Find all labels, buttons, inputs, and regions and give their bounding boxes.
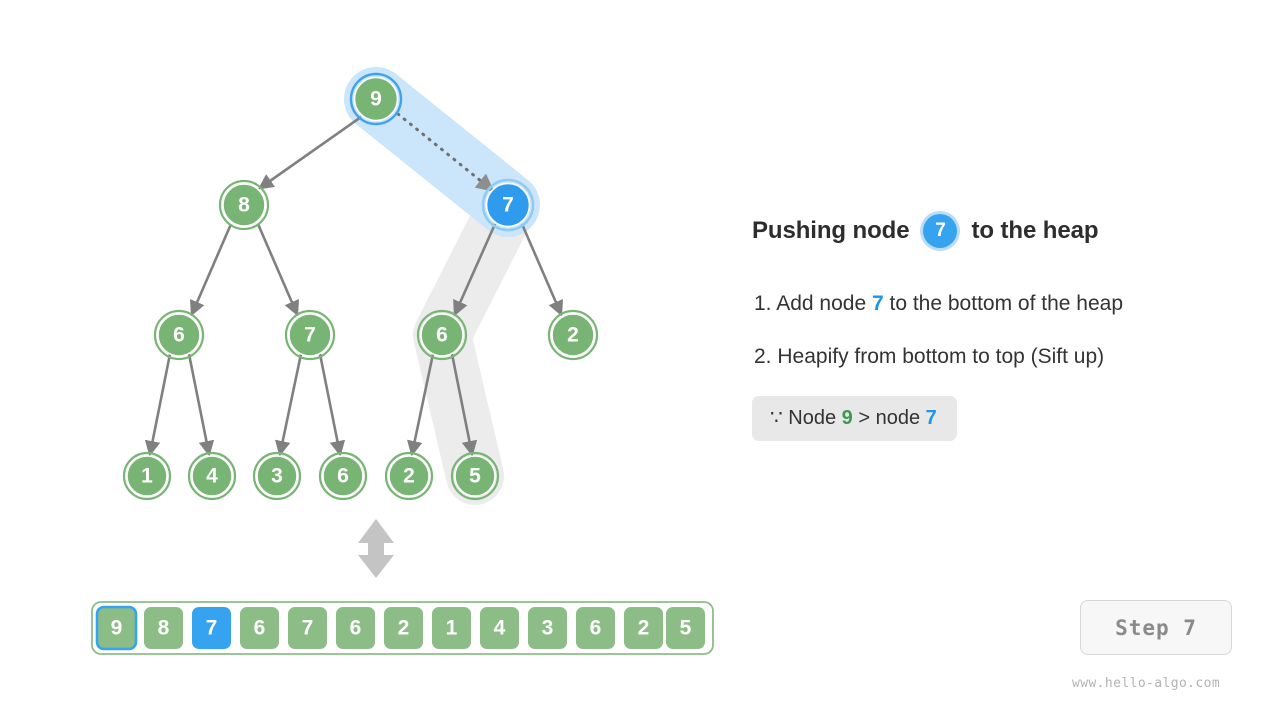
tree-node-10-label: 6 bbox=[337, 465, 349, 488]
array-cell-4[interactable]: 7 bbox=[288, 607, 327, 649]
tree-node-6[interactable]: 2 bbox=[547, 309, 599, 361]
reason-child-value: 7 bbox=[925, 407, 937, 429]
edge-8-6 bbox=[190, 223, 233, 317]
array-cell-9[interactable]: 3 bbox=[528, 607, 567, 649]
step-counter-badge: Step 7 bbox=[1080, 600, 1232, 655]
tree-array-link-arrow bbox=[358, 519, 394, 578]
tree-node-9[interactable]: 3 bbox=[252, 451, 302, 501]
array-representation: 9 8 7 6 7 6 2 bbox=[91, 601, 714, 655]
array-cell-11[interactable]: 2 bbox=[624, 607, 663, 649]
tree-node-4[interactable]: 7 bbox=[284, 309, 336, 361]
heap-diagram: 9 8 7 6 7 6 bbox=[91, 67, 714, 655]
explanation-panel: Pushing node 7 to the heap 1. Add node 7… bbox=[752, 0, 1252, 720]
edge-7b-3 bbox=[275, 353, 303, 457]
tree-node-0[interactable]: 9 bbox=[349, 72, 403, 126]
array-cell-8[interactable]: 4 bbox=[480, 607, 519, 649]
reason-parent-value: 9 bbox=[841, 407, 853, 429]
edge-6-1 bbox=[144, 353, 172, 457]
array-cell-0[interactable]: 9 bbox=[95, 605, 138, 651]
tree-node-9-label: 3 bbox=[271, 465, 283, 488]
array-cell-2[interactable]: 7 bbox=[192, 607, 231, 649]
tree-node-12[interactable]: 5 bbox=[450, 451, 500, 501]
array-cell-7[interactable]: 1 bbox=[432, 607, 471, 649]
edge-8-7 bbox=[256, 223, 299, 317]
heap-tree-svg: 9 8 7 6 7 6 bbox=[91, 67, 714, 655]
tree-node-2[interactable]: 7 bbox=[481, 178, 535, 232]
step-1-text-before: Add node bbox=[776, 292, 867, 315]
tree-node-8-label: 4 bbox=[206, 465, 218, 488]
array-cell-10-label: 6 bbox=[590, 617, 602, 640]
edge-6b-5 bbox=[450, 353, 478, 457]
tree-node-5[interactable]: 6 bbox=[416, 309, 468, 361]
site-watermark: www.hello-algo.com bbox=[1072, 676, 1221, 691]
array-cell-5-label: 6 bbox=[350, 617, 362, 640]
page-title: Pushing node 7 to the heap bbox=[752, 214, 1098, 248]
tree-node-2-label: 7 bbox=[502, 194, 514, 217]
tree-node-11-label: 2 bbox=[403, 465, 415, 488]
edge-7-6 bbox=[453, 223, 497, 317]
headline-node-badge: 7 bbox=[923, 214, 958, 248]
array-cell-2-label: 7 bbox=[206, 617, 218, 640]
tree-node-7-label: 1 bbox=[141, 465, 153, 488]
array-cell-0-label: 9 bbox=[111, 617, 123, 640]
array-cell-10[interactable]: 6 bbox=[576, 607, 615, 649]
tree-node-4-label: 7 bbox=[304, 324, 316, 347]
array-cell-8-label: 4 bbox=[494, 617, 506, 640]
array-cell-1[interactable]: 8 bbox=[144, 607, 183, 649]
step-1-value: 7 bbox=[871, 292, 884, 315]
tree-node-7[interactable]: 1 bbox=[122, 451, 172, 501]
instruction-step-1: 1. Add node 7 to the bottom of the heap bbox=[754, 292, 1123, 316]
reason-node-word-lower: node bbox=[875, 407, 921, 429]
array-cell-4-label: 7 bbox=[302, 617, 314, 640]
array-cell-11-label: 2 bbox=[638, 617, 650, 640]
array-cell-3-label: 6 bbox=[254, 617, 266, 640]
headline-suffix: to the heap bbox=[971, 217, 1099, 244]
step-1-index: 1. bbox=[754, 292, 772, 315]
tree-node-11[interactable]: 2 bbox=[384, 451, 434, 501]
array-cell-7-label: 1 bbox=[446, 617, 458, 640]
tree-node-8[interactable]: 4 bbox=[187, 451, 237, 501]
edge-6-4 bbox=[187, 353, 215, 457]
tree-node-3[interactable]: 6 bbox=[153, 309, 205, 361]
instruction-step-2: 2. Heapify from bottom to top (Sift up) bbox=[754, 345, 1104, 369]
array-cell-5[interactable]: 6 bbox=[336, 607, 375, 649]
edge-6b-2 bbox=[407, 353, 435, 457]
because-symbol: ∵ bbox=[770, 407, 783, 429]
array-cell-12-label: 5 bbox=[680, 617, 692, 640]
tree-edges bbox=[144, 115, 563, 457]
tree-node-1[interactable]: 8 bbox=[218, 179, 270, 231]
step-1-text-after: to the bottom of the heap bbox=[889, 292, 1124, 315]
tree-node-0-label: 9 bbox=[370, 88, 382, 111]
array-cell-12[interactable]: 5 bbox=[666, 607, 705, 649]
tree-node-6-label: 2 bbox=[567, 324, 579, 347]
tree-node-12-label: 5 bbox=[469, 465, 481, 488]
array-cell-1-label: 8 bbox=[158, 617, 170, 640]
tree-node-10[interactable]: 6 bbox=[318, 451, 368, 501]
tree-node-1-label: 8 bbox=[238, 194, 250, 217]
array-cell-6[interactable]: 2 bbox=[384, 607, 423, 649]
tree-node-5-label: 6 bbox=[436, 324, 448, 347]
reason-operator: > bbox=[858, 407, 871, 429]
edge-7-2 bbox=[520, 223, 563, 317]
array-cell-6-label: 2 bbox=[398, 617, 410, 640]
headline-prefix: Pushing node bbox=[752, 217, 910, 244]
step-2-text-before: Heapify from bottom to top (Sift up) bbox=[777, 345, 1105, 368]
reason-node-word: Node bbox=[788, 407, 837, 429]
edge-7b-6 bbox=[318, 353, 346, 457]
comparison-reason-box: ∵ Node 9 > node 7 bbox=[752, 396, 957, 441]
edge-9-8 bbox=[257, 115, 362, 190]
array-cell-9-label: 3 bbox=[542, 617, 554, 640]
tree-node-3-label: 6 bbox=[173, 324, 185, 347]
step-2-index: 2. bbox=[754, 345, 772, 368]
array-cell-3[interactable]: 6 bbox=[240, 607, 279, 649]
